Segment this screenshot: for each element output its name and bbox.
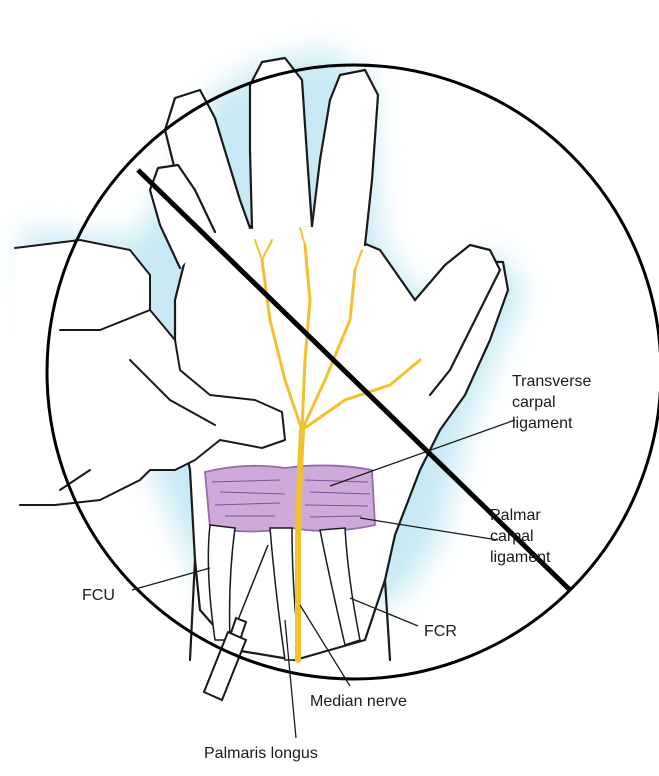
label-palmar-line2: carpal bbox=[490, 528, 534, 545]
label-palmar-carpal-ligament: Palmar carpal ligament bbox=[490, 507, 551, 566]
label-palmaris-longus: Palmaris longus bbox=[204, 745, 318, 762]
label-transverse-carpal-ligament: Transverse carpal ligament bbox=[512, 373, 596, 432]
label-transverse-line2: carpal bbox=[512, 394, 556, 411]
label-median-nerve: Median nerve bbox=[310, 693, 407, 710]
label-palmar-line3: ligament bbox=[490, 549, 551, 566]
middle-finger bbox=[250, 58, 312, 228]
label-fcr: FCR bbox=[424, 623, 457, 640]
label-transverse-line3: ligament bbox=[512, 415, 573, 432]
label-palmar-line1: Palmar bbox=[490, 507, 541, 524]
carpal-ligaments bbox=[205, 465, 375, 531]
label-transverse-line1: Transverse bbox=[512, 373, 592, 390]
ligament-band bbox=[205, 465, 375, 531]
label-fcu: FCU bbox=[82, 587, 115, 604]
